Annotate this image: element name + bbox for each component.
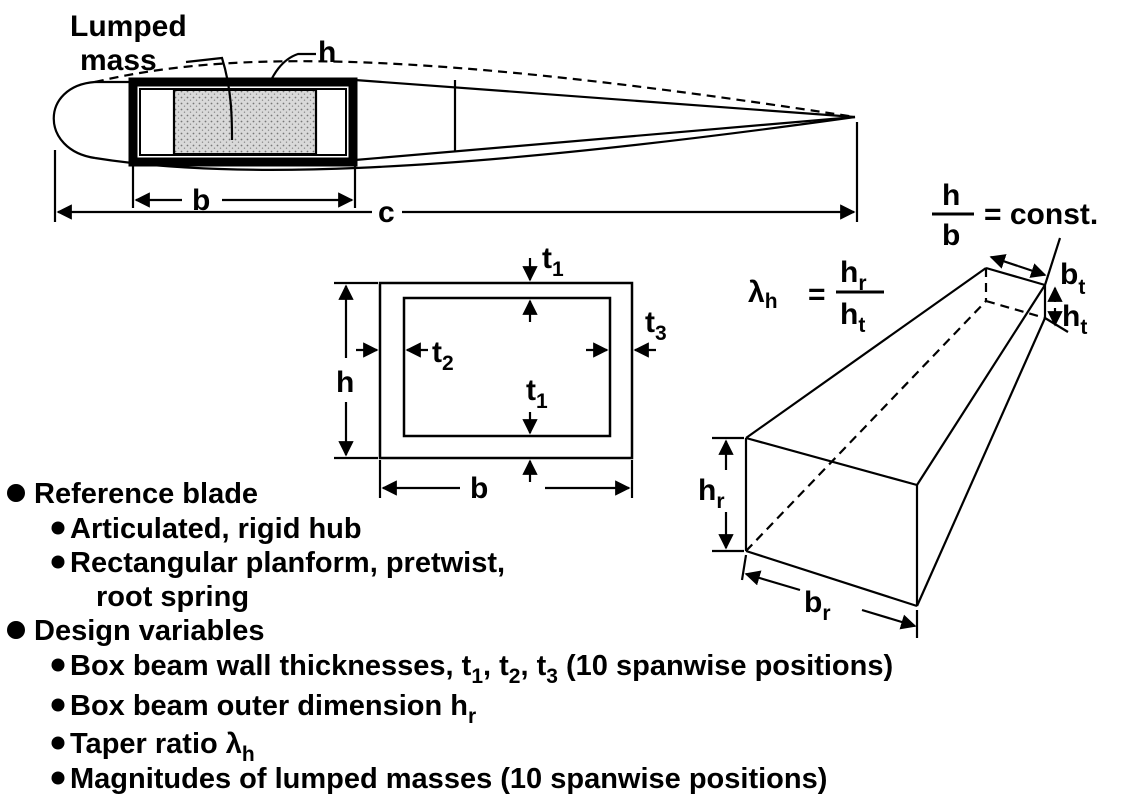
t3-label: t3: [645, 306, 667, 345]
t1-top-label: t1: [542, 242, 564, 281]
box-outer-rect: [378, 281, 634, 460]
bullet-dv-3: [51, 736, 65, 750]
airfoil-nose: [52, 80, 132, 160]
beam-edge-right-top: [916, 284, 1046, 486]
hb-ratio-denominator: b: [942, 219, 960, 252]
bullet-dv-2: [51, 698, 65, 712]
br-dim-arrow-right: [861, 608, 917, 630]
dv-1: Box beam wall thicknesses, t1, t2, t3 (1…: [70, 650, 893, 688]
lumped-mass-label-line2: mass: [80, 44, 157, 77]
dv-3: Taper ratio λh: [70, 728, 255, 766]
bt-label: bt: [1060, 258, 1085, 299]
design-vars-heading: Design variables: [34, 615, 265, 647]
t1-bottom-label: t1: [526, 374, 548, 413]
bt-dim-arrow-a: [989, 254, 1019, 269]
h-dim-label: h: [336, 366, 354, 399]
hb-ratio-numerator: h: [942, 179, 960, 212]
bullet-ref-item-2: [51, 555, 65, 569]
hb-ratio-const: = const.: [984, 198, 1098, 231]
lambda-h-denominator: ht: [840, 298, 865, 337]
bt-dim-arrow-b: [1017, 263, 1047, 278]
airfoil-chord-solid-lower: [354, 115, 856, 162]
airfoil-chord-solid: [354, 78, 856, 119]
wall-h-label: h: [318, 36, 336, 69]
box-cross-section: t1 t1 t2 t3 h b: [334, 242, 667, 505]
ref-blade-heading: Reference blade: [34, 478, 258, 510]
br-ext-left: [740, 554, 748, 581]
airfoil-upper-dashed: [94, 60, 856, 119]
ref-item-2: Rectangular planform, pretwist,: [70, 547, 505, 579]
beam-edge-top-left: [745, 267, 987, 439]
t2-label: t2: [432, 336, 454, 375]
b-dim-label: b: [192, 184, 210, 217]
bullet-list: Reference blade Articulated, rigid hub R…: [7, 478, 893, 795]
bb-dim-label: b: [470, 472, 488, 505]
hr-label: hr: [698, 474, 725, 513]
bullet-dv-1: [51, 658, 65, 672]
box-inner-rect: [402, 296, 612, 438]
bt-dim-ext: [1043, 237, 1062, 286]
tapered-beam: h b = const. λh = hr ht bt ht: [698, 179, 1098, 638]
beam-edge-top-tip: [985, 266, 1046, 287]
c-dim-label: c: [378, 196, 395, 229]
br-label: br: [804, 586, 831, 625]
lambda-h-equals: =: [808, 278, 826, 311]
lumped-mass-leader: [185, 56, 234, 141]
ht-label: ht: [1062, 300, 1087, 339]
beam-hidden-edge-bottom: [745, 300, 987, 552]
airfoil-section: Lumped mass h b c: [52, 10, 859, 229]
bullet-ref-blade: [7, 484, 25, 502]
ref-item-2-cont: root spring: [96, 581, 249, 613]
br-dim-arrow-left: [744, 570, 801, 592]
beam-edge-right-bottom: [915, 317, 1047, 607]
wall-h-leader: [267, 52, 316, 87]
bullet-design-vars: [7, 621, 25, 639]
lumped-mass-area: [173, 89, 317, 155]
beam-hidden-tip-bottom: [985, 299, 1046, 320]
lumped-mass-label-line1: Lumped: [70, 10, 187, 43]
ref-item-1: Articulated, rigid hub: [70, 513, 362, 545]
beam-root-face-bottom: [745, 549, 918, 608]
dv-2: Box beam outer dimension hr: [70, 690, 476, 728]
lambda-h-numerator: hr: [840, 256, 867, 295]
dv-4: Magnitudes of lumped masses (10 spanwise…: [70, 763, 827, 795]
lambda-h-symbol: λh: [748, 276, 778, 313]
bullet-ref-item-1: [51, 521, 65, 535]
box-beam-outline: [128, 77, 358, 167]
bullet-dv-4: [51, 771, 65, 785]
